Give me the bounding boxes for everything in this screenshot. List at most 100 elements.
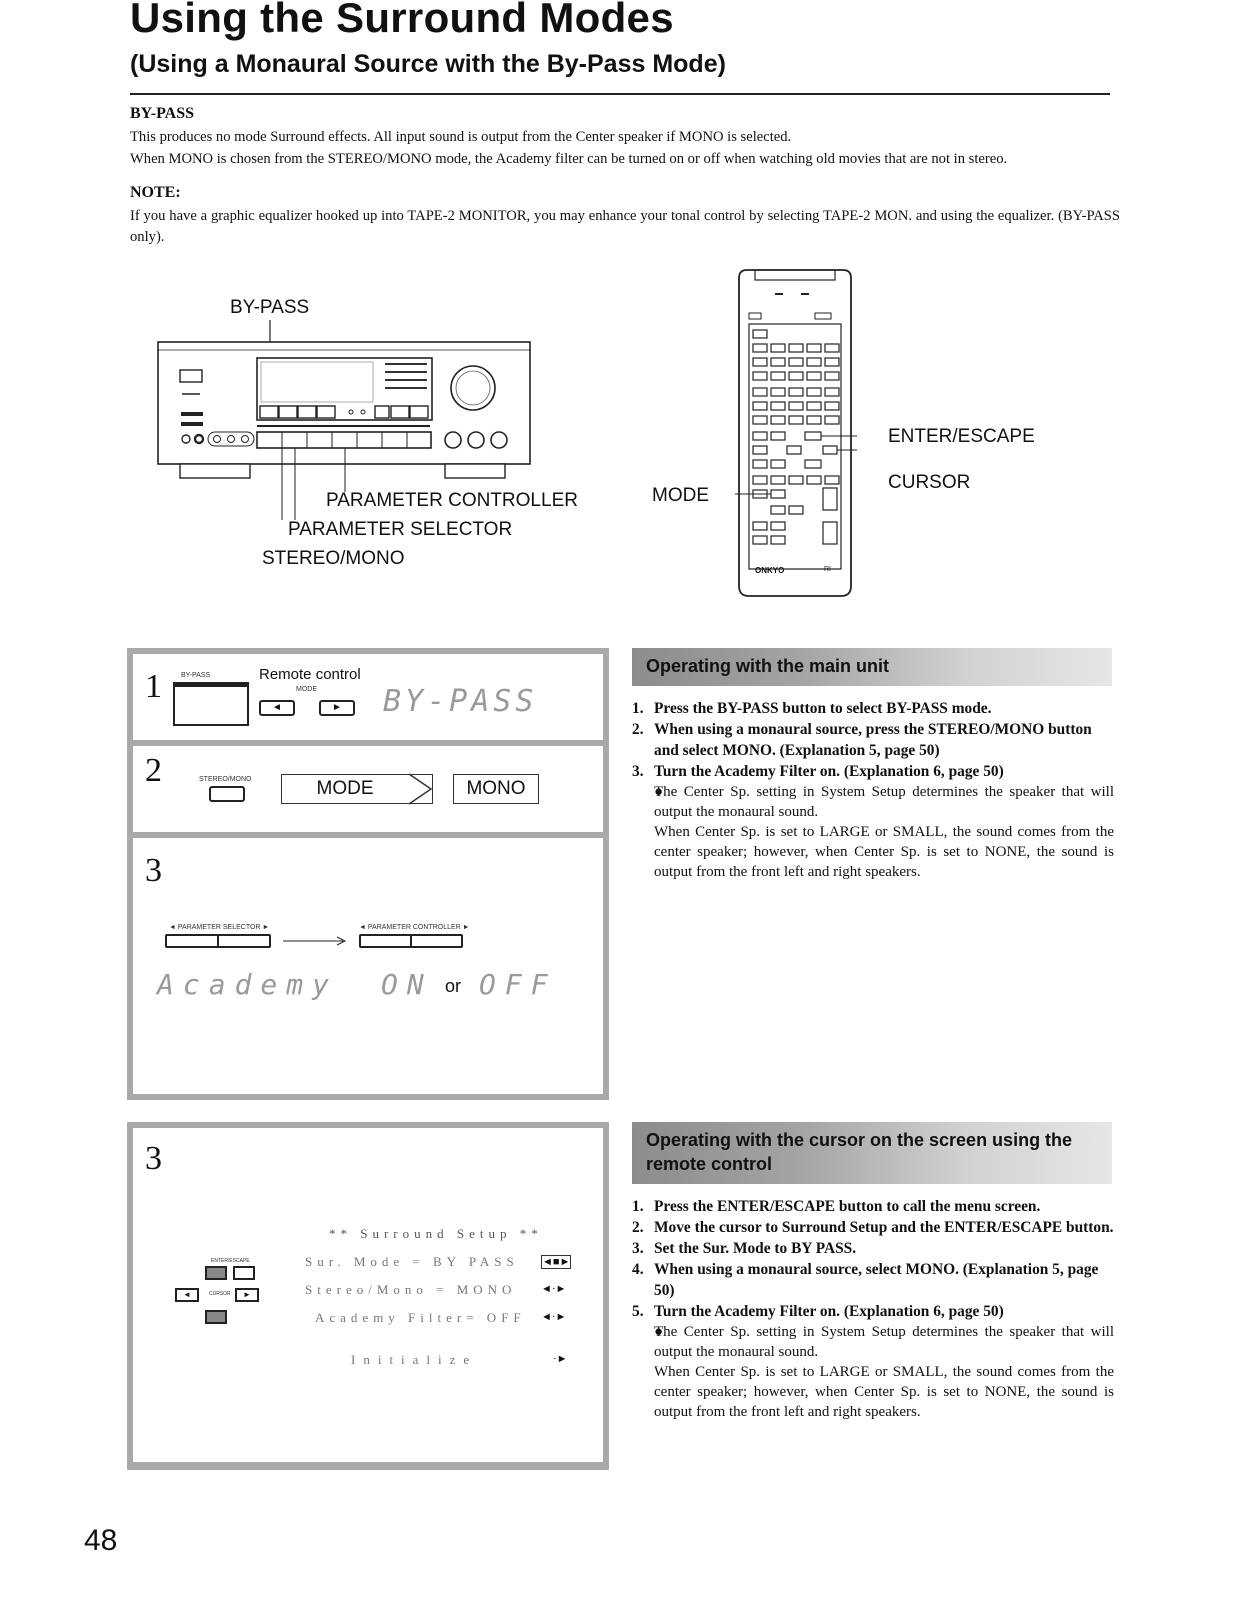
bypass-line-1: This produces no mode Surround effects. …	[130, 129, 792, 145]
cursor-step-box: 3 ENTER/ESCAPE ◄ CURSOR ► ** Surround Se…	[133, 1128, 603, 1462]
main-unit-banner-text: Operating with the main unit	[646, 656, 889, 676]
step-2-number: 2	[145, 752, 162, 789]
main-unit-banner: Operating with the main unit	[632, 648, 1112, 686]
cursor-banner: Operating with the cursor on the screen …	[632, 1122, 1112, 1184]
title-rule	[130, 93, 1110, 95]
main-unit-steps: 1. Press the BY-PASS button to select BY-…	[632, 698, 1114, 882]
cursor-banner-line-1: Operating with the cursor on the screen …	[646, 1130, 1073, 1150]
callout-cursor: CURSOR	[888, 472, 971, 493]
osd-arrows-sur-mode[interactable]: ◄■►	[541, 1255, 572, 1269]
remote-brand: ONKYO	[755, 566, 785, 575]
parameter-selector-label: ◄ PARAMETER SELECTOR ►	[169, 924, 270, 931]
cursor-step-number: 3	[145, 1140, 162, 1177]
cursor-step: 3. Set the Sur. Mode to BY PASS.	[632, 1238, 1114, 1259]
step-2-mono-box: MONO	[453, 774, 539, 804]
remote-enter-label: ENTER/ESCAPE	[211, 1258, 250, 1264]
osd-initialize-arrow[interactable]: ·►	[553, 1353, 568, 1365]
remote-mode-right-button[interactable]: ►	[319, 700, 355, 716]
main-unit-bullet: ●The Center Sp. setting in System Setup …	[654, 784, 1114, 880]
step-2-box: 2 STEREO/MONO MODE MONO	[133, 746, 603, 832]
cursor-step: 2. Move the cursor to Surround Setup and …	[632, 1217, 1114, 1238]
step-number: 3.	[632, 1240, 644, 1257]
cursor-up-button[interactable]	[205, 1266, 227, 1280]
cursor-left-button[interactable]: ◄	[175, 1288, 199, 1302]
cursor-bullet: ●The Center Sp. setting in System Setup …	[654, 1324, 1114, 1420]
enter-escape-button[interactable]	[233, 1266, 255, 1280]
step-text: Press the ENTER/ESCAPE button to call th…	[654, 1198, 1041, 1215]
remote-brand-mark: RI	[824, 566, 831, 573]
step-3-number: 3	[145, 852, 162, 889]
step-text: When using a monaural source, press the …	[654, 721, 1092, 759]
step-1-remote-label: Remote control	[259, 666, 361, 683]
step-number: 2.	[632, 721, 644, 738]
callout-bypass: BY-PASS	[230, 297, 310, 318]
bullet-text: When Center Sp. is set to LARGE or SMALL…	[654, 1364, 1114, 1420]
callout-enter-escape: ENTER/ESCAPE	[888, 426, 1035, 447]
step-number: 2.	[632, 1219, 644, 1236]
osd-arrows-academy-filter[interactable]: ◄·►	[541, 1311, 567, 1323]
bullet-text: When Center Sp. is set to LARGE or SMALL…	[654, 824, 1114, 880]
step-1-box: 1 BY-PASS Remote control MODE ◄ ► BY-PAS…	[133, 654, 603, 740]
note-text: If you have a graphic equalizer hooked u…	[130, 208, 1120, 245]
cursor-steps: 1. Press the ENTER/ESCAPE button to call …	[632, 1196, 1114, 1422]
note-heading: NOTE:	[130, 184, 181, 201]
page-title: Using the Surround Modes	[130, 0, 674, 41]
display-off: OFF	[479, 968, 557, 1001]
cursor-right-button[interactable]: ►	[235, 1288, 259, 1302]
callout-parameter-selector: PARAMETER SELECTOR	[288, 519, 513, 540]
step-2-button-label: STEREO/MONO	[199, 776, 252, 783]
remote-cursor-label: CURSOR	[209, 1291, 231, 1297]
step-1-display: BY-PASS	[383, 684, 538, 719]
parameter-selector-divider	[217, 934, 219, 948]
bypass-line-2: When MONO is chosen from the STEREO/MONO…	[130, 151, 1008, 167]
step-text: Move the cursor to Surround Setup and th…	[654, 1219, 1114, 1236]
callout-parameter-controller: PARAMETER CONTROLLER	[326, 490, 578, 511]
step-text: Set the Sur. Mode to BY PASS.	[654, 1240, 857, 1257]
display-or: or	[445, 976, 462, 996]
cursor-down-button[interactable]	[205, 1310, 227, 1324]
osd-initialize[interactable]: Initialize	[351, 1352, 478, 1367]
display-academy: Academy	[157, 968, 339, 1001]
main-unit-steps-panel: 1 BY-PASS Remote control MODE ◄ ► BY-PAS…	[127, 648, 609, 1100]
step-3-box: 3 ◄ PARAMETER SELECTOR ► ◄ PARAMETER CON…	[133, 838, 603, 1094]
osd-title: ** Surround Setup **	[329, 1226, 543, 1241]
osd-row-academy-filter[interactable]: Academy Filter= OFF	[315, 1310, 526, 1325]
step-number: 4.	[632, 1261, 644, 1278]
step-1-button-label: BY-PASS	[181, 672, 211, 679]
page-subtitle: (Using a Monaural Source with the By-Pas…	[130, 50, 726, 78]
remote-control-illustration	[735, 269, 857, 597]
step-number: 1.	[632, 700, 644, 717]
remote-mode-left-button[interactable]: ◄	[259, 700, 295, 716]
display-on: ON	[381, 968, 433, 1001]
cursor-step: 4. When using a monaural source, select M…	[632, 1259, 1114, 1301]
cursor-step: 5. Turn the Academy Filter on. (Explanati…	[632, 1301, 1114, 1322]
main-unit-step: 3. Turn the Academy Filter on. (Explanati…	[632, 761, 1114, 782]
bullet-text: The Center Sp. setting in System Setup d…	[654, 1324, 1114, 1360]
page-number: 48	[84, 1524, 118, 1557]
main-unit-step: 2. When using a monaural source, press th…	[632, 719, 1114, 761]
arrow-right-icon	[283, 936, 347, 946]
osd-arrows-stereo-mono[interactable]: ◄·►	[541, 1283, 567, 1295]
step-1-number: 1	[145, 668, 162, 705]
parameter-controller-divider	[410, 934, 412, 948]
main-unit-step: 1. Press the BY-PASS button to select BY-…	[632, 698, 1114, 719]
step-text: Press the BY-PASS button to select BY-PA…	[654, 700, 992, 717]
osd-row-sur-mode[interactable]: Sur. Mode = BY PASS	[305, 1254, 519, 1269]
step-text: Turn the Academy Filter on. (Explanation…	[654, 1303, 1004, 1320]
step-number: 1.	[632, 1198, 644, 1215]
callout-mode: MODE	[652, 485, 709, 506]
step-1-mode-label: MODE	[296, 686, 317, 693]
step-text: Turn the Academy Filter on. (Explanation…	[654, 763, 1004, 780]
receiver-illustration	[157, 320, 531, 520]
step-number: 3.	[632, 763, 644, 780]
bullet-text: The Center Sp. setting in System Setup d…	[654, 784, 1114, 820]
step-number: 5.	[632, 1303, 644, 1320]
osd-row-stereo-mono[interactable]: Stereo/Mono = MONO	[305, 1282, 517, 1297]
step-text: When using a monaural source, select MON…	[654, 1261, 1099, 1299]
bypass-button[interactable]	[173, 682, 249, 726]
cursor-steps-panel: 3 ENTER/ESCAPE ◄ CURSOR ► ** Surround Se…	[127, 1122, 609, 1470]
mode-arrow-icon	[408, 773, 433, 805]
stereo-mono-button[interactable]	[209, 786, 245, 802]
step-2-mode-box: MODE	[281, 774, 433, 804]
parameter-controller-label: ◄ PARAMETER CONTROLLER ►	[359, 924, 470, 931]
